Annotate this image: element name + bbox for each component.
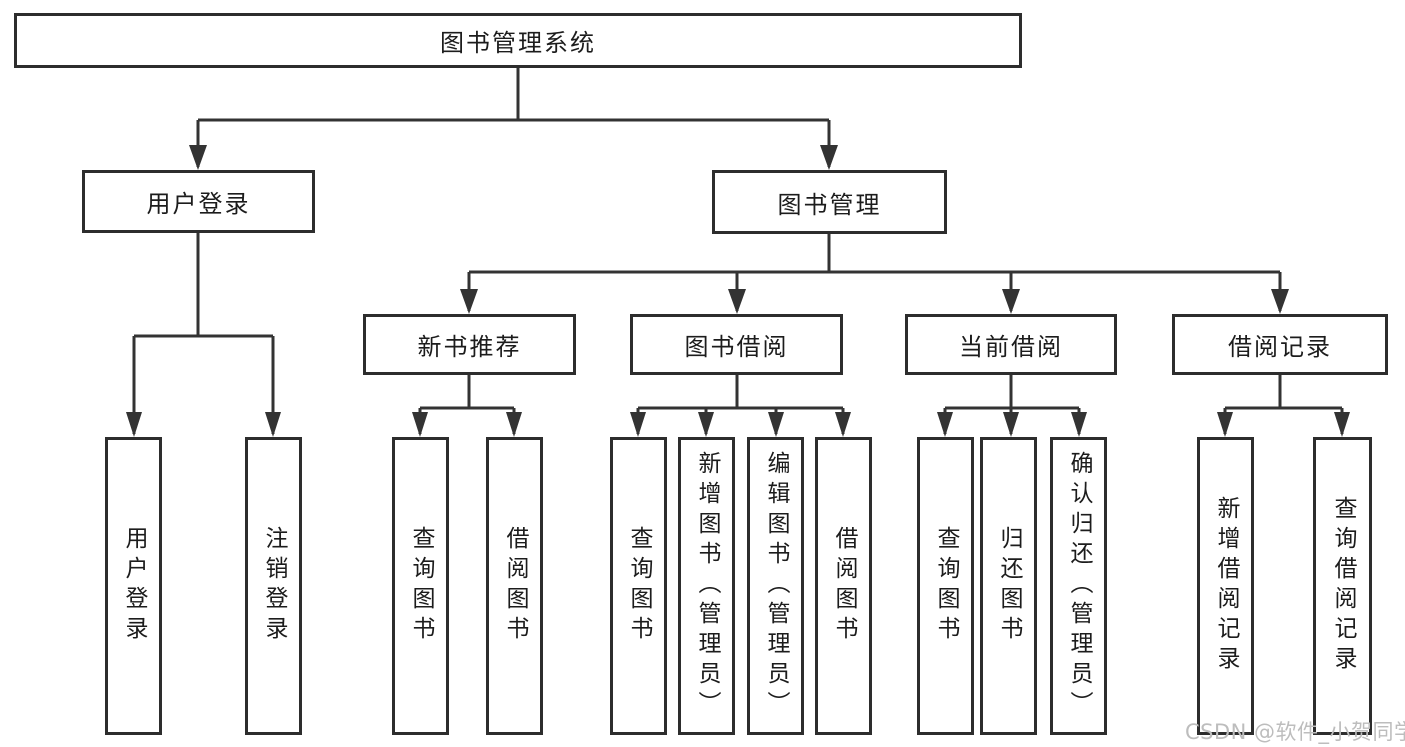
leaf-return-books: 归还图书 (980, 437, 1037, 735)
leaf-confirm-return-admin: 确认归还（管理员） (1050, 437, 1107, 735)
leaf-logout: 注销登录 (245, 437, 302, 735)
node-current-borrowing: 当前借阅 (905, 314, 1117, 375)
node-user-login: 用户登录 (82, 170, 315, 233)
arrowheads (126, 145, 1350, 437)
node-book-management-system: 图书管理系统 (14, 13, 1022, 68)
node-borrowing-records: 借阅记录 (1172, 314, 1388, 375)
leaf-query-books-recommend: 查询图书 (392, 437, 449, 735)
leaf-query-borrow-record: 查询借阅记录 (1313, 437, 1372, 735)
leaf-borrow-books-borrowing: 借阅图书 (815, 437, 872, 735)
leaf-borrow-books-recommend: 借阅图书 (486, 437, 543, 735)
leaf-query-books-current: 查询图书 (917, 437, 974, 735)
watermark: CSDN @软件_小贺同学 (1185, 720, 1405, 744)
node-book-management: 图书管理 (712, 170, 947, 234)
leaf-add-borrow-record: 新增借阅记录 (1197, 437, 1254, 735)
leaf-query-books-borrowing: 查询图书 (610, 437, 667, 735)
node-new-book-recommendation: 新书推荐 (363, 314, 576, 375)
leaf-edit-books-admin: 编辑图书（管理员） (747, 437, 804, 735)
leaf-add-books-admin: 新增图书（管理员） (678, 437, 735, 735)
leaf-user-login: 用户登录 (105, 437, 162, 735)
node-book-borrowing: 图书借阅 (630, 314, 843, 375)
